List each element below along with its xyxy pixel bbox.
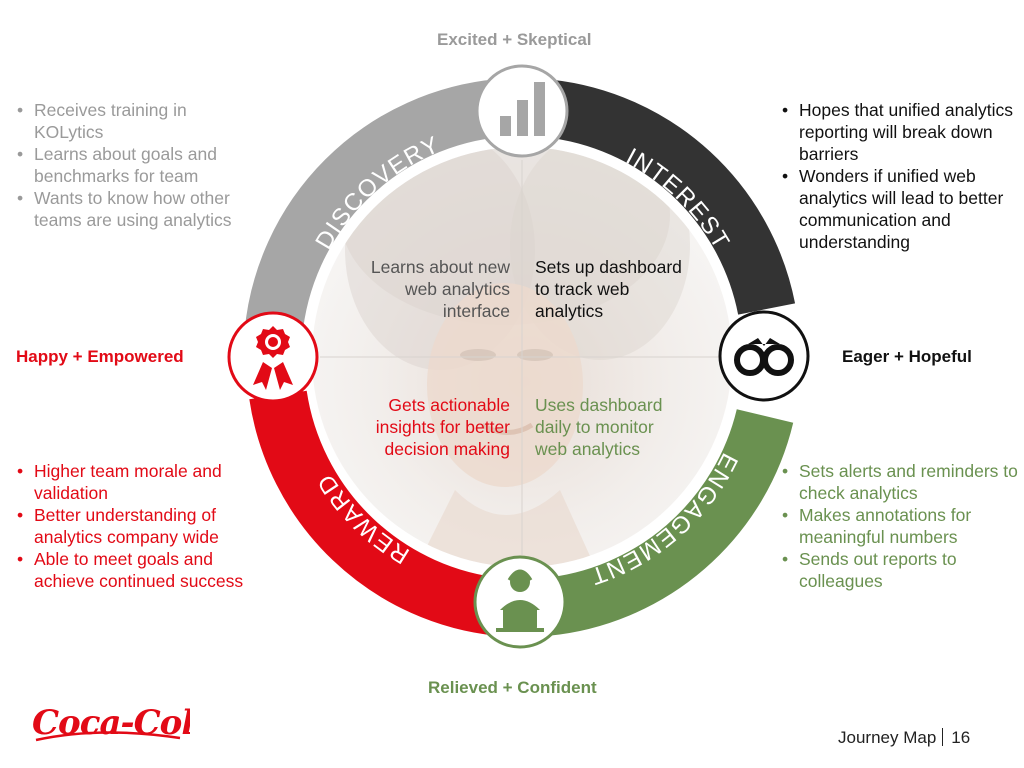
list-item: Hopes that unified analytics reporting w… [780, 99, 1020, 165]
reward-arc [249, 390, 504, 636]
list-item: Better understanding of analytics compan… [15, 504, 265, 548]
discovery-list: Receives training in KOLytics Learns abo… [15, 99, 255, 231]
coca-cola-logo: Coca-Cola [30, 690, 215, 755]
bar-chart-icon [475, 64, 569, 158]
engagement-list: Sets alerts and reminders to check analy… [780, 460, 1020, 592]
interest-arc [544, 79, 796, 315]
reward-list: Higher team morale and validation Better… [15, 460, 265, 592]
engagement-arc [541, 408, 794, 636]
list-item: Wants to know how other teams are using … [15, 187, 255, 231]
interest-list: Hopes that unified analytics reporting w… [780, 99, 1020, 253]
list-item: Able to meet goals and achieve continued… [15, 548, 265, 592]
center-text-bottom-left: Gets actionable insights for better deci… [375, 395, 510, 459]
page-number: 16 [951, 728, 971, 747]
emotion-top: Excited + Skeptical [437, 30, 592, 49]
list-item: Makes annotations for meaningful numbers [780, 504, 1020, 548]
award-ribbon-icon [227, 311, 319, 403]
center-text-top-left: Learns about new web analytics interface [370, 257, 510, 321]
footer-separator [942, 728, 944, 746]
list-item: Sets alerts and reminders to check analy… [780, 460, 1020, 504]
emotion-right: Eager + Hopeful [842, 347, 972, 366]
list-item: Learns about goals and benchmarks for te… [15, 143, 255, 187]
list-item: Wonders if unified web analytics will le… [780, 165, 1020, 253]
center-text-top-right: Sets up dashboard to track web analytics [535, 257, 682, 321]
person-at-laptop-icon [473, 555, 567, 649]
coca-cola-logo-mark: Coca-Cola [32, 703, 215, 743]
list-item: Sends out reports to colleagues [780, 548, 1020, 592]
list-item: Receives training in KOLytics [15, 99, 255, 143]
binoculars-icon [718, 310, 810, 402]
emotion-left: Happy + Empowered [16, 347, 184, 366]
footer-title: Journey Map [838, 728, 937, 747]
emotion-bottom: Relieved + Confident [428, 678, 597, 697]
center-text-bottom-right: Uses dashboard daily to monitor web anal… [535, 395, 663, 459]
discovery-arc [244, 79, 504, 338]
list-item: Higher team morale and validation [15, 460, 265, 504]
footer: Journey Map 16 [838, 728, 970, 748]
